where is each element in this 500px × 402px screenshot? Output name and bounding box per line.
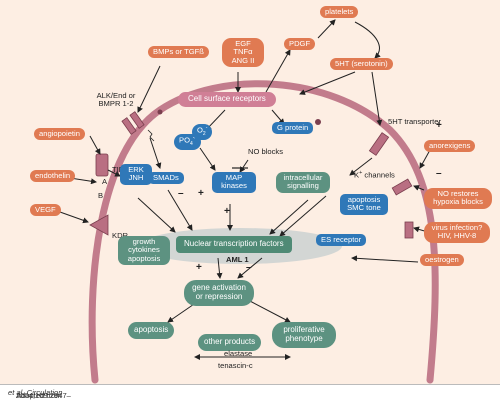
sign-gene-plus: +: [196, 262, 202, 273]
intracellular-signalling-box: intracellular signalling: [276, 172, 330, 193]
k-channels-label: K+ channels: [354, 170, 395, 180]
arrow-receptors-pdgf: [265, 49, 291, 93]
arrow-pdgf-platelets: [317, 19, 336, 39]
other-products-box: other products: [198, 334, 262, 351]
proliferative-box: proliferative phenotype: [272, 322, 336, 348]
apoptosis-box: apoptosis: [128, 322, 175, 339]
aml-label: AML 1: [226, 255, 249, 264]
platelets-box: platelets: [320, 6, 359, 19]
alk-label: ALK/End or BMPR 1-2: [96, 91, 136, 109]
es-receptor-box: ES receptor: [316, 234, 367, 247]
receptor-kdr: [89, 214, 109, 236]
egf-box: EGF TNFα ANG II: [222, 38, 264, 68]
arrow-no-restores: [413, 185, 425, 191]
citation-footer: Adapted from Newman J et al. Circulation…: [0, 384, 500, 402]
bmps-box: BMPs or TGFß: [148, 46, 209, 59]
zigzag-alk: [147, 129, 155, 142]
virus-box: virus infection? HIV, HHV-8: [424, 222, 490, 243]
arrow-tie-erk: [107, 169, 121, 177]
oestrogen-box: oestrogen: [420, 254, 464, 267]
tenascin-label: tenascin-c: [218, 361, 253, 370]
g-protein-box: G protein: [272, 122, 314, 135]
gene-box: gene activation or repression: [184, 280, 254, 306]
arrow-transporter-k: [349, 157, 373, 176]
elastase-label: elastase: [224, 349, 253, 358]
tie-label: TIE: [112, 165, 124, 174]
arrow-ntf-gene2: [237, 257, 263, 279]
serotonin-box: 5HT (serotonin): [330, 58, 393, 71]
membrane-dot: [157, 109, 163, 115]
b-label: B: [98, 191, 104, 200]
arrow-receptors-gprotein: [271, 109, 285, 125]
arrow-angiopoietin: [89, 135, 101, 155]
sign-smads-minus: –: [178, 188, 184, 199]
anorexigens-box: anorexigens: [424, 140, 476, 153]
growth-box: growth cytokines apoptosis: [118, 236, 170, 266]
endothelin-box: endothelin: [30, 170, 76, 183]
no-blocks-label: NO blocks: [248, 147, 284, 156]
citation-text: Adapted from Newman J et al. Circulation…: [8, 388, 71, 402]
arrow-alk-smads: [149, 137, 162, 169]
angiopoietin-box: angiopoietin: [34, 128, 85, 141]
arrow-anorexigens: [419, 149, 431, 169]
vegf-box: VEGF: [30, 204, 61, 217]
g-protein-dot: [315, 119, 321, 125]
kdr-label: KDR: [112, 231, 129, 240]
map-kinases-box: MAP kinases: [212, 172, 256, 193]
arrow-o2-map: [199, 147, 216, 171]
sign-gene-minus: –: [246, 262, 252, 273]
ntf-box: Nuclear transcription factors: [176, 236, 292, 253]
pdgf-box: PDGF: [284, 38, 316, 51]
apoptosis-smc-box: apoptosis SMC tone: [340, 194, 388, 215]
arrow-smads-ntf: [167, 189, 193, 231]
receptor-tie: [95, 153, 109, 177]
arrow-erk-ntf: [137, 197, 176, 233]
arrow-intra-ntf: [269, 199, 309, 235]
arrow-gene-proliferative: [247, 299, 291, 323]
sign-anorexigens-plus: +: [436, 120, 442, 131]
arrow-5ht-receptors: [299, 71, 356, 95]
arrow-5ht-transporter: [371, 71, 383, 126]
sign-anorexigens-minus: –: [436, 168, 442, 179]
transporter-label: 5HT transporter: [388, 117, 442, 126]
sign-map-plus: +: [224, 206, 230, 217]
arrow-vegf: [59, 211, 89, 224]
arrow-platelets-5ht: [354, 21, 381, 59]
smads-box: SMADs: [148, 172, 184, 185]
receptor-k-channels: [391, 178, 413, 196]
arrow-bmps-alk: [137, 65, 161, 113]
sign-smads-plus: +: [198, 188, 204, 199]
o2-box: O2-: [192, 124, 213, 140]
cell-surface-receptors-box: Cell surface receptors: [178, 92, 276, 107]
a-label: A: [102, 177, 108, 186]
arrow-no-map: [239, 159, 249, 173]
no-restores-box: NO restores hypoxia blocks: [424, 188, 492, 209]
arrow-apoptosis-ntf: [279, 195, 327, 237]
arrow-oestrogen: [351, 255, 419, 263]
receptor-alk: [121, 111, 145, 135]
erk-box: ERK JNH: [120, 164, 152, 185]
arrow-ntf-gene: [216, 257, 223, 279]
receptor-5ht-transporter: [368, 132, 390, 156]
receptor-right-lower: [404, 221, 414, 239]
